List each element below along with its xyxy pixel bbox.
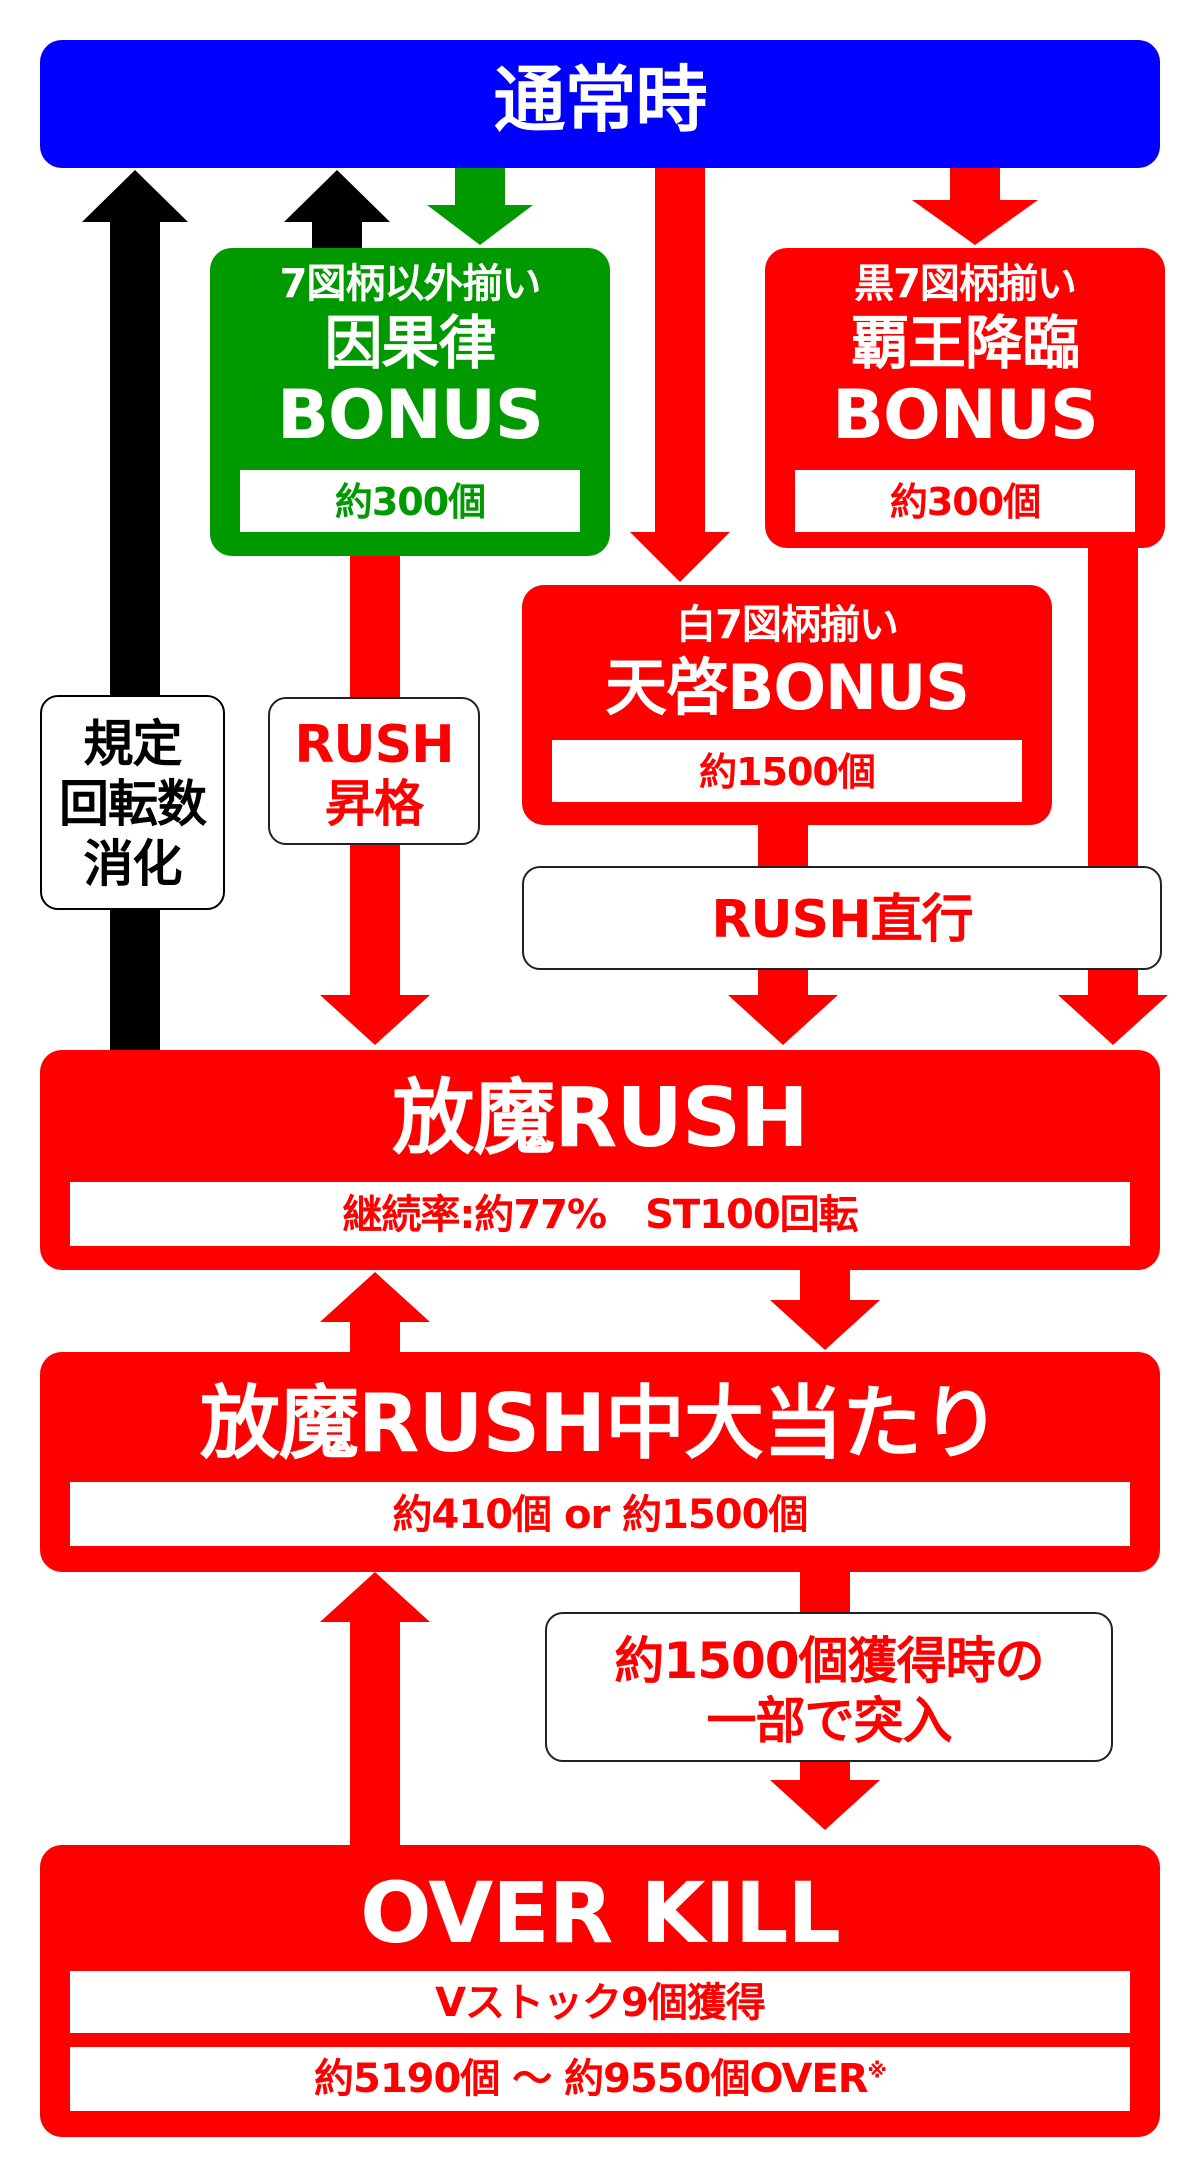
houma-hit-payout: 約410個 or 約1500個 [392,1492,809,1538]
rush-up-label: RUSH 昇格 [268,697,480,845]
houma-rush-spec-bar: 継続率:約77% ST100回転 [70,1182,1130,1246]
entry-line1: 約1500個獲得時の [614,1632,1044,1690]
return-arrow-1 [82,170,188,1060]
haou-payout-bar: 約300個 [795,470,1135,532]
over-kill-payout-line: 約5190個 ～ 約9550個OVER※ [70,2059,1130,2099]
tenkei-payout: 約1500個 [699,750,876,794]
over-kill-payout-bar: 約5190個 ～ 約9550個OVER※ [70,2047,1130,2111]
return-arrow-2 [284,170,390,260]
kitei-label: 規定 回転数 消化 [40,695,225,910]
houma-rush-title: 放魔RUSH [392,1071,808,1166]
inga-condition: 7図柄以外揃い [279,261,542,307]
red-arrow-tenkei [630,165,730,582]
over-kill-box: OVER KILL Vストック9個獲得 約5190個 ～ 約9550個OVER※ [40,1845,1160,2137]
rush-direct-text: RUSH直行 [711,890,973,950]
overkill-entry-label: 約1500個獲得時の 一部で突入 [545,1612,1113,1762]
haou-condition: 黒7図柄揃い [854,261,1077,307]
houma-hit-payout-bar: 約410個 or 約1500個 [70,1482,1130,1546]
inga-name-line1: 因果律 [324,309,496,377]
tenkei-payout-bar: 約1500個 [552,740,1022,802]
inga-payout: 約300個 [334,480,486,524]
red-arrow-rush-to-hit [770,1265,880,1350]
tenkei-bonus-box: 白7図柄揃い 天啓BONUS 約1500個 [522,585,1052,825]
houma-rush-box: 放魔RUSH 継続率:約77% ST100回転 [40,1050,1160,1270]
kitei-line3: 消化 [83,835,183,893]
tenkei-name: 天啓BONUS [605,651,970,724]
normal-state-box: 通常時 [40,40,1160,168]
red-arrow-hit-to-rush [320,1272,430,1355]
rush-up-line2: 昇格 [325,775,424,833]
over-kill-note-mark: ※ [867,2058,887,2083]
over-kill-title: OVER KILL [360,1864,841,1962]
haou-name-line2: BONUS [832,376,1099,455]
over-kill-stock-bar: Vストック9個獲得 [70,1971,1130,2033]
haou-name-line1: 覇王降臨 [850,309,1080,377]
kitei-line2: 回転数 [59,775,207,833]
inga-payout-bar: 約300個 [240,470,580,532]
haou-bonus-box: 黒7図柄揃い 覇王降臨 BONUS 約300個 [765,248,1165,548]
green-arrow-inga [427,165,533,245]
normal-state-title: 通常時 [493,58,707,142]
haou-payout: 約300個 [889,480,1041,524]
houma-rush-spec: 継続率:約77% ST100回転 [342,1192,858,1238]
red-arrow-overkill-to-hit [320,1572,430,1850]
red-arrow-haou [912,165,1038,245]
houma-hit-title: 放魔RUSH中大当たり [199,1377,1001,1470]
over-kill-payout: 約5190個 ～ 約9550個OVER [314,2056,869,2102]
kitei-line1: 規定 [83,715,183,773]
houma-hit-box: 放魔RUSH中大当たり 約410個 or 約1500個 [40,1352,1160,1572]
rush-direct-label: RUSH直行 [522,866,1162,970]
inga-name-line2: BONUS [277,376,544,455]
over-kill-stock: Vストック9個獲得 [435,1980,766,2026]
rush-up-line1: RUSH [294,715,454,775]
inga-bonus-box: 7図柄以外揃い 因果律 BONUS 約300個 [210,248,610,556]
entry-line2: 一部で突入 [706,1692,953,1750]
tenkei-condition: 白7図柄揃い [676,602,899,648]
